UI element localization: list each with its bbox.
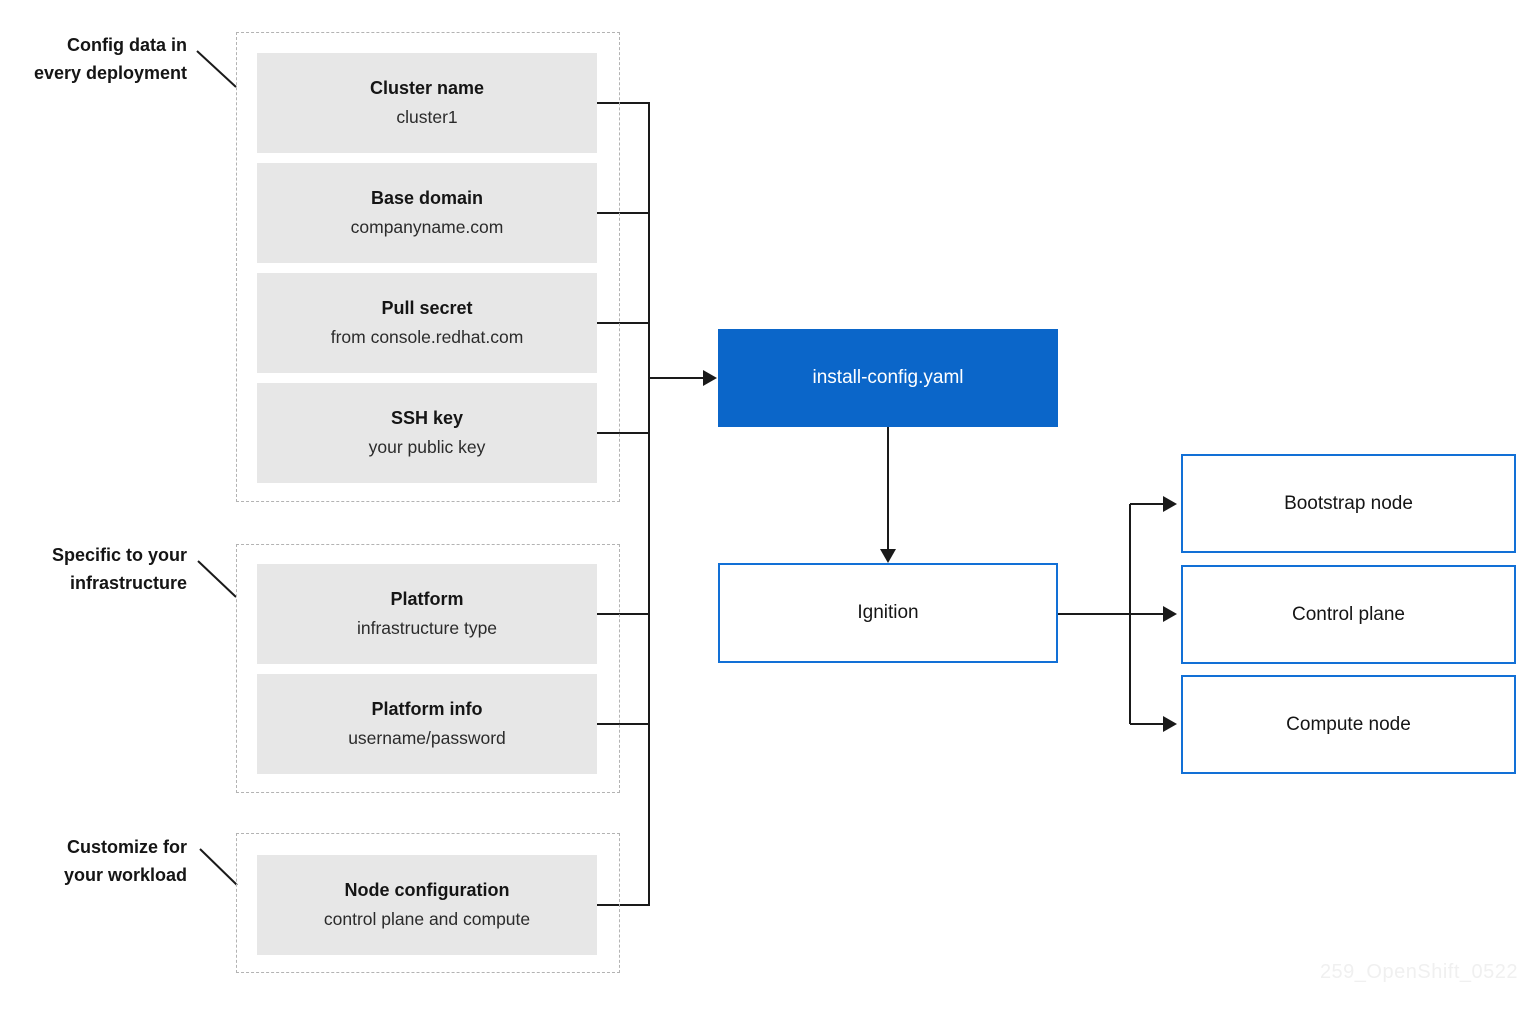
ignition-label: Ignition <box>857 602 919 623</box>
item-title-cluster-name: Cluster name <box>369 78 485 98</box>
item-sub-platform-info: username/password <box>348 728 506 748</box>
item-box-ssh-key: SSH key your public key <box>257 383 597 483</box>
pointer-config-data <box>196 50 237 88</box>
compute-node-box: Compute node <box>1181 675 1516 774</box>
item-sub-cluster-name: cluster1 <box>396 107 458 127</box>
arrowhead-control-plane <box>1163 606 1177 622</box>
group-frame-config-data <box>236 32 620 502</box>
item-box-node-configuration: Node configuration control plane and com… <box>257 855 597 955</box>
label-config-data-line2: every deployment <box>33 63 187 83</box>
item-sub-pull-secret: from console.redhat.com <box>330 327 524 347</box>
label-config-data-line1: Config data in <box>67 35 187 55</box>
bootstrap-node-label: Bootstrap node <box>1284 492 1413 514</box>
group-frame-infrastructure <box>236 544 620 793</box>
label-customize-workload-line1: Customize for <box>66 837 187 857</box>
ignition-box: Ignition <box>718 563 1058 663</box>
item-box-cluster-name: Cluster name cluster1 <box>257 53 597 153</box>
pointer-specific-infra <box>197 560 237 598</box>
arrowhead-install-config <box>703 370 717 386</box>
item-box-platform: Platform infrastructure type <box>257 564 597 664</box>
label-customize-workload-line2: your workload <box>63 865 187 885</box>
label-specific-infrastructure-line2: infrastructure <box>69 573 187 593</box>
label-customize-workload: Customize for your workload <box>64 833 187 889</box>
arrowhead-compute <box>1163 716 1177 732</box>
label-specific-infrastructure: Specific to your infrastructure <box>52 541 187 597</box>
control-plane-label: Control plane <box>1291 603 1406 625</box>
bootstrap-node-box: Bootstrap node <box>1181 454 1516 553</box>
label-specific-infrastructure-line1: Specific to your <box>51 545 187 565</box>
item-title-ssh-key: SSH key <box>390 408 464 428</box>
compute-node-label: Compute node <box>1286 713 1411 735</box>
item-title-base-domain: Base domain <box>370 188 484 208</box>
install-config-yaml-box: install-config.yaml <box>718 329 1058 427</box>
group-frame-workload <box>236 833 620 973</box>
install-config-yaml-label: install-config.yaml <box>812 367 964 388</box>
item-title-platform-info: Platform info <box>371 699 483 719</box>
item-box-base-domain: Base domain companyname.com <box>257 163 597 263</box>
control-plane-box: Control plane <box>1181 565 1516 664</box>
item-box-pull-secret: Pull secret from console.redhat.com <box>257 273 597 373</box>
item-title-pull-secret: Pull secret <box>381 298 473 318</box>
label-config-data: Config data in every deployment <box>34 31 187 87</box>
item-sub-node-configuration: control plane and compute <box>323 909 531 929</box>
item-sub-ssh-key: your public key <box>368 437 486 457</box>
arrowhead-bootstrap <box>1163 496 1177 512</box>
item-title-platform: Platform <box>390 589 464 609</box>
item-sub-base-domain: companyname.com <box>350 217 504 237</box>
item-box-platform-info: Platform info username/password <box>257 674 597 774</box>
watermark-text: 259_OpenShift_0522 <box>1319 961 1518 983</box>
item-sub-platform: infrastructure type <box>356 618 498 638</box>
item-title-node-configuration: Node configuration <box>344 880 510 900</box>
arrowhead-ignition <box>880 549 896 563</box>
pointer-customize-workload <box>199 848 238 886</box>
